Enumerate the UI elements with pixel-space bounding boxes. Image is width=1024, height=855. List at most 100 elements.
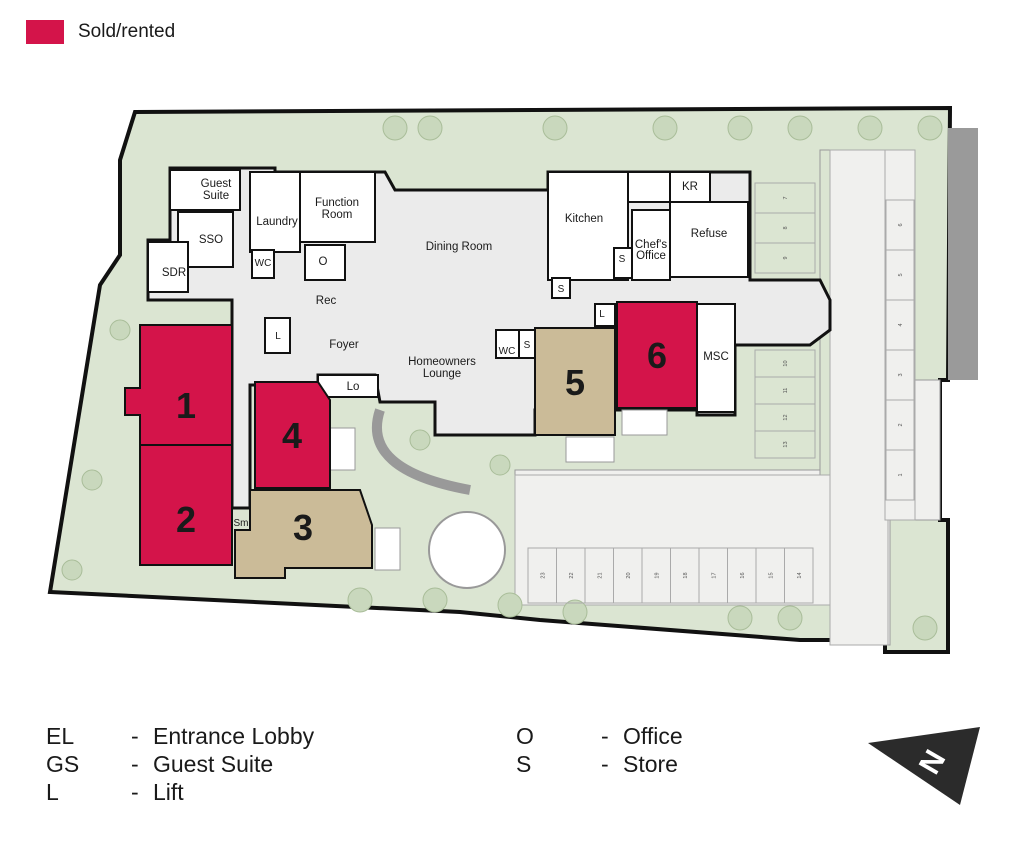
label-store-3: S <box>524 340 531 351</box>
parking-bay-number: 18 <box>683 572 689 578</box>
key-abbr: L <box>46 779 59 805</box>
parking-bay-number: 17 <box>711 572 717 578</box>
terraces <box>329 409 668 571</box>
key-dash: - <box>131 779 139 805</box>
label-function-room-line2: Room <box>322 209 353 221</box>
unit-2[interactable] <box>139 444 233 566</box>
label-refuse: Refuse <box>691 228 727 240</box>
label-store-2: S <box>558 284 565 295</box>
parking-row-top: 7 8 9 <box>754 182 816 274</box>
label-sm: Sm <box>234 518 249 529</box>
courtyard-path <box>371 408 471 495</box>
key-desc: Store <box>623 751 678 777</box>
unit-4[interactable] <box>254 381 331 489</box>
label-sso: SSO <box>199 234 223 246</box>
parking-bay <box>754 430 816 459</box>
unit-6[interactable] <box>616 301 698 409</box>
key-desc: Lift <box>153 779 184 805</box>
label-homeowners-lounge-line2: Lounge <box>423 368 461 380</box>
label-function-room-line1: Function <box>315 197 359 209</box>
parking-bay-number: 16 <box>740 572 746 578</box>
unit-5[interactable] <box>534 327 616 436</box>
label-kitchen: Kitchen <box>565 213 603 225</box>
label-laundry: Laundry <box>256 216 298 228</box>
service-rooms <box>147 169 749 413</box>
label-office: O <box>319 256 328 268</box>
courtyard-circle <box>428 511 506 589</box>
unit-number-4: 4 <box>282 415 302 456</box>
legend-swatch-sold <box>26 20 64 44</box>
key-row-el: EL - Entrance Lobby <box>46 722 376 750</box>
parking-bay-number: 3 <box>898 373 904 376</box>
label-guest-suite-line2: Suite <box>203 190 229 202</box>
key-dash: - <box>131 751 139 777</box>
label-wc-2: WC <box>499 346 516 357</box>
label-guest-suite-line1: Guest <box>201 178 232 190</box>
car-park-right <box>884 149 916 521</box>
parking-bay-number: 20 <box>626 572 632 578</box>
label-kr: KR <box>682 181 698 193</box>
parking-bay-number: 14 <box>797 572 803 578</box>
parking-bay-number: 9 <box>783 256 789 259</box>
key-abbr: GS <box>46 751 80 777</box>
drive-lane <box>829 149 889 646</box>
label-msc: MSC <box>703 351 729 363</box>
key-row-gs: GS - Guest Suite <box>46 750 376 778</box>
parking-bay-number: 10 <box>783 360 789 366</box>
unit-1[interactable] <box>124 324 233 446</box>
label-lift-1: L <box>275 331 281 342</box>
parking-bay <box>885 449 915 501</box>
label-homeowners-lounge-line1: Homeowners <box>408 356 476 368</box>
label-store-1: S <box>619 254 626 265</box>
parking-bay-number: 8 <box>783 226 789 229</box>
parking-bay <box>754 242 816 274</box>
unit-number-2: 2 <box>176 499 196 540</box>
key-row-s: S - Store <box>516 750 746 778</box>
key-dash: - <box>131 723 139 749</box>
unit-number-5: 5 <box>565 362 585 403</box>
label-foyer: Foyer <box>329 339 359 351</box>
label-wc-1: WC <box>255 258 272 269</box>
legend-label-sold: Sold/rented <box>78 21 176 42</box>
key-desc: Guest Suite <box>153 751 274 777</box>
key-row-o: O - Office <box>516 722 746 750</box>
parking-bay-number: 19 <box>654 572 660 578</box>
key-abbr: S <box>516 751 532 777</box>
label-dining-room: Dining Room <box>426 241 492 253</box>
unit-number-1: 1 <box>176 385 196 426</box>
parking-bay-number: 4 <box>898 323 904 326</box>
key-left: EL - Entrance Lobby GS - Guest Suite L -… <box>46 722 376 806</box>
label-lo: Lo <box>347 381 360 393</box>
parking-bay-number: 7 <box>783 196 789 199</box>
parking-bay-number: 22 <box>569 572 575 578</box>
key-dash: - <box>601 723 609 749</box>
key-row-l: L - Lift <box>46 778 376 806</box>
label-chefs-office-line1: Chef's <box>635 239 667 251</box>
label-rec: Rec <box>316 295 337 307</box>
key-abbr: O <box>516 723 534 749</box>
parking-bay-number: 2 <box>898 423 904 426</box>
parking-bay-number: 21 <box>597 572 603 578</box>
label-chefs-office-line2: Office <box>636 250 666 262</box>
unit-number-6: 6 <box>647 335 667 376</box>
boundary-strip <box>948 128 978 380</box>
north-arrow-icon: N <box>868 727 980 805</box>
parking-bay-number: 23 <box>540 572 546 578</box>
legend: Sold/rented <box>26 20 175 44</box>
parking-bay-number: 11 <box>783 388 789 394</box>
parking-bay-number: 5 <box>898 273 904 276</box>
trees <box>61 115 943 641</box>
unit-3[interactable] <box>234 489 373 579</box>
label-lift-2: L <box>599 309 605 320</box>
parking-bay-number: 6 <box>898 223 904 226</box>
label-sdr: SDR <box>162 267 186 279</box>
parking-bay <box>784 547 814 604</box>
unit-number-3: 3 <box>293 507 313 548</box>
parking-bay-number: 13 <box>783 441 789 447</box>
key-desc: Entrance Lobby <box>153 723 315 749</box>
key-desc: Office <box>623 723 683 749</box>
key-right: O - Office S - Store <box>516 722 746 778</box>
site-plan: 1 2 3 4 5 6 Guest Suite Laundry Function… <box>47 105 978 654</box>
